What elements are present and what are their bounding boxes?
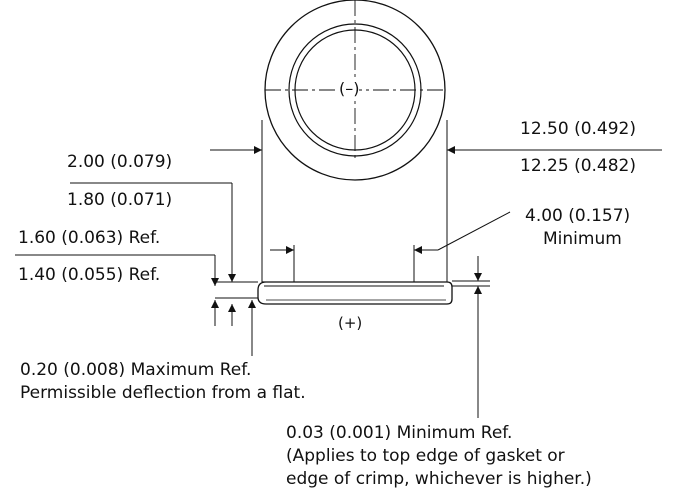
step-max-label: 1.60 (0.063) Ref. [18,228,161,248]
flat-width-note: Minimum [543,229,622,249]
cell-body [257,281,453,305]
step-min-label: 1.40 (0.055) Ref. [18,265,161,285]
flat-width-label: 4.00 (0.157) [525,206,631,226]
diameter-max-label: 12.50 (0.492) [520,119,637,139]
side-view [257,281,453,305]
deflection-note-line2: Permissible deflection from a flat. [20,383,306,403]
deflection-note-line1: 0.20 (0.008) Maximum Ref. [20,360,252,380]
diameter-extension-lines [261,120,448,282]
gasket-note-line2: (Applies to top edge of gasket or [286,446,565,466]
positive-symbol: (+) [338,314,363,332]
height-min-label: 1.80 (0.071) [67,190,173,210]
height-dimension-leaders [15,182,258,340]
gasket-dimension [452,256,490,418]
negative-symbol: (–) [339,79,360,99]
diameter-min-label: 12.25 (0.482) [520,156,637,176]
gasket-note-line3: edge of crimp, whichever is higher.) [286,469,592,489]
flat-width-dimension [270,211,511,282]
gasket-note-line1: 0.03 (0.001) Minimum Ref. [286,423,513,443]
height-max-label: 2.00 (0.079) [67,152,173,172]
